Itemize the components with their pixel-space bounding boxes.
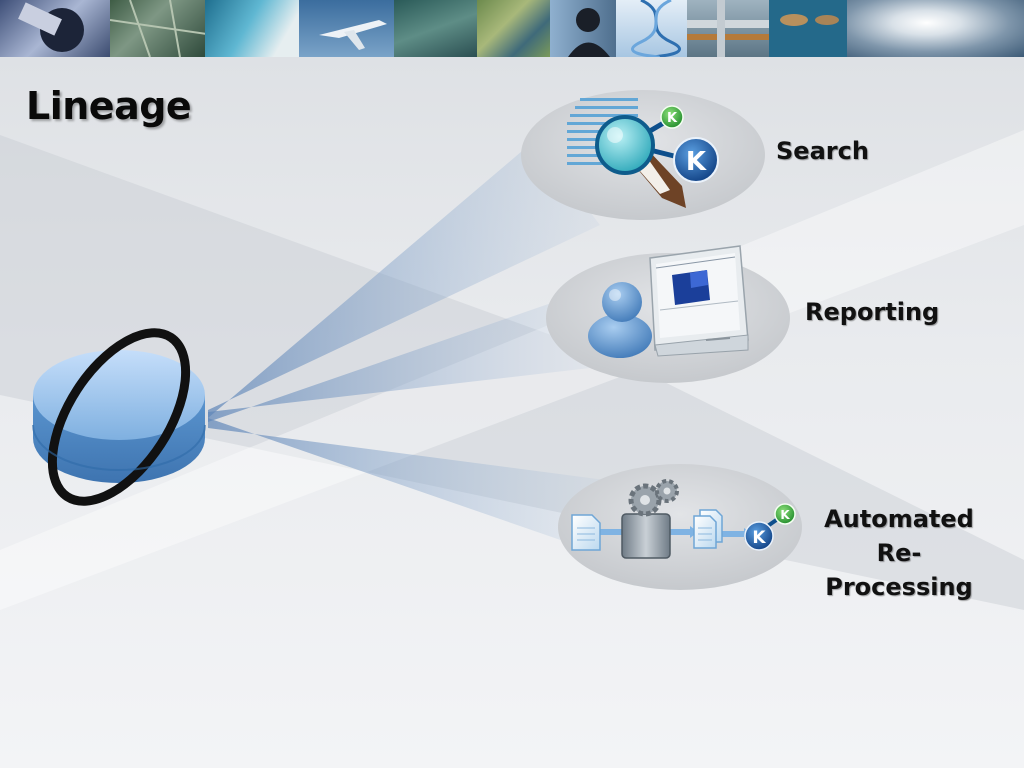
svg-text:K: K (780, 508, 790, 522)
k-badge-icon: K (744, 521, 774, 551)
beam-to-search (208, 140, 600, 418)
city-aerial-image (110, 0, 205, 57)
slide-title: Lineage (26, 84, 192, 128)
automated-reprocessing-label: Automated Re-Processing (804, 502, 994, 604)
image-banner (0, 0, 1024, 57)
automated-label-line1: Automated (824, 505, 974, 533)
svg-text:K: K (752, 528, 766, 548)
monitor-icon (649, 245, 749, 357)
k-badge-small-icon: K (774, 503, 796, 525)
search-icon (567, 98, 691, 208)
svg-text:K: K (686, 147, 707, 177)
coastline-image (204, 0, 299, 57)
jet-aircraft-image (298, 0, 394, 57)
dna-helix-image (615, 0, 687, 57)
satellite-image (0, 0, 111, 57)
automated-label-line2: Re-Processing (825, 539, 973, 601)
k-badge-icon: K (673, 137, 719, 183)
search-label: Search (776, 137, 869, 165)
processor-gears-icon (621, 479, 679, 559)
automated-reprocessing-node: K K (558, 464, 802, 590)
industrial-pipes-image (686, 0, 769, 57)
svg-text:K: K (667, 111, 678, 126)
reporting-node (546, 245, 790, 383)
beam-to-reporting (208, 300, 590, 422)
k-badge-small-icon: K (660, 105, 684, 129)
reporting-label: Reporting (805, 298, 940, 326)
ocean-islands-image (768, 0, 848, 57)
documents-stack-icon (693, 509, 723, 549)
search-node: K K (521, 90, 765, 220)
silhouette-person-image (550, 0, 616, 57)
hurricane-image (847, 0, 1024, 57)
terrain-map-image (477, 0, 551, 57)
user-icon (588, 282, 652, 358)
data-store-icon (32, 328, 206, 506)
credit-card-image (393, 0, 478, 57)
beam-to-automated (208, 418, 605, 545)
document-icon (571, 514, 601, 551)
